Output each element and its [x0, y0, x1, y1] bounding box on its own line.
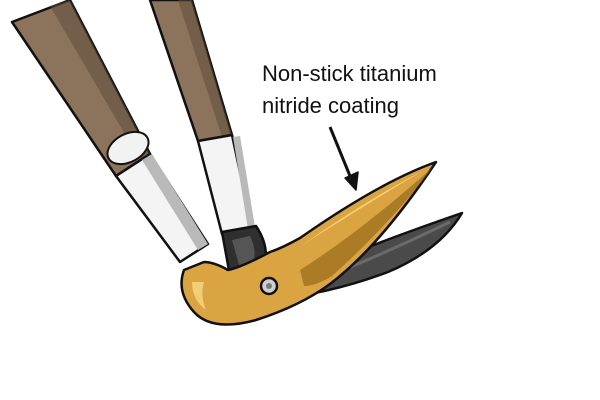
gold-blade: [180, 160, 438, 326]
annotation-arrow-shaft: [328, 126, 352, 177]
black-collar-highlight: [232, 236, 255, 268]
annotation-arrow-head: [344, 171, 359, 191]
left-ferrule-shade: [142, 154, 208, 250]
grip-highlight: [106, 130, 150, 166]
pivot-bolt-center: [266, 283, 272, 289]
gold-blade-spine: [300, 168, 432, 286]
annotation-line-2: nitride coating: [262, 93, 399, 118]
right-handle-wood-shade: [178, 0, 232, 137]
left-handle-wood-shade: [50, 0, 150, 160]
right-ferrule-shade: [233, 136, 255, 229]
gold-body-highlight: [192, 282, 206, 310]
annotation-line-1: Non-stick titanium: [262, 61, 437, 86]
